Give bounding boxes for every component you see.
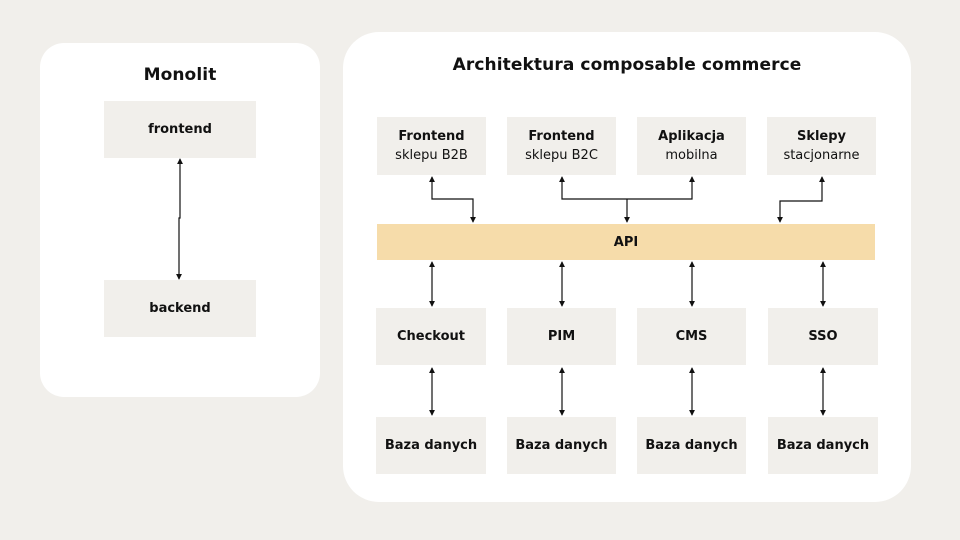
physical-stores-box: Sklepy stacjonarne: [767, 117, 876, 175]
service-checkout-label: Checkout: [396, 329, 465, 344]
frontend-b2c-title: Frontend: [528, 129, 595, 144]
database-cms-label: Baza danych: [645, 438, 738, 453]
service-sso-label: SSO: [808, 329, 838, 344]
api-label: API: [613, 234, 639, 250]
service-cms-box: CMS: [637, 308, 746, 365]
composable-title: Architektura composable commerce: [452, 55, 802, 75]
mobile-app-box: Aplikacja mobilna: [637, 117, 746, 175]
physical-stores-subtitle: stacjonarne: [783, 148, 860, 163]
frontend-b2b-title: Frontend: [398, 129, 465, 144]
monolith-frontend-label: frontend: [148, 122, 212, 137]
monolith-frontend-box: frontend: [104, 101, 256, 158]
monolith-backend-label: backend: [149, 301, 211, 316]
mobile-app-title: Aplikacja: [658, 129, 725, 144]
frontend-b2b-box: Frontend sklepu B2B: [377, 117, 486, 175]
database-pim-box: Baza danych: [507, 417, 616, 474]
service-sso-box: SSO: [768, 308, 878, 365]
frontend-b2b-subtitle: sklepu B2B: [395, 148, 468, 163]
frontend-b2c-subtitle: sklepu B2C: [525, 148, 598, 163]
mobile-app-subtitle: mobilna: [665, 148, 718, 163]
api-bar: API: [377, 224, 875, 260]
service-checkout-box: Checkout: [376, 308, 486, 365]
database-checkout-box: Baza danych: [376, 417, 486, 474]
frontend-b2c-box: Frontend sklepu B2C: [507, 117, 616, 175]
database-pim-label: Baza danych: [515, 438, 608, 453]
database-sso-label: Baza danych: [776, 438, 870, 453]
database-sso-box: Baza danych: [768, 417, 878, 474]
monolith-backend-box: backend: [104, 280, 256, 337]
physical-stores-title: Sklepy: [796, 129, 847, 144]
service-pim-label: PIM: [547, 329, 576, 344]
service-cms-label: CMS: [675, 329, 708, 344]
database-checkout-label: Baza danych: [384, 438, 478, 453]
database-cms-box: Baza danych: [637, 417, 746, 474]
monolith-title: Monolit: [143, 65, 217, 85]
service-pim-box: PIM: [507, 308, 616, 365]
monolith-panel: Monolit: [40, 43, 320, 397]
